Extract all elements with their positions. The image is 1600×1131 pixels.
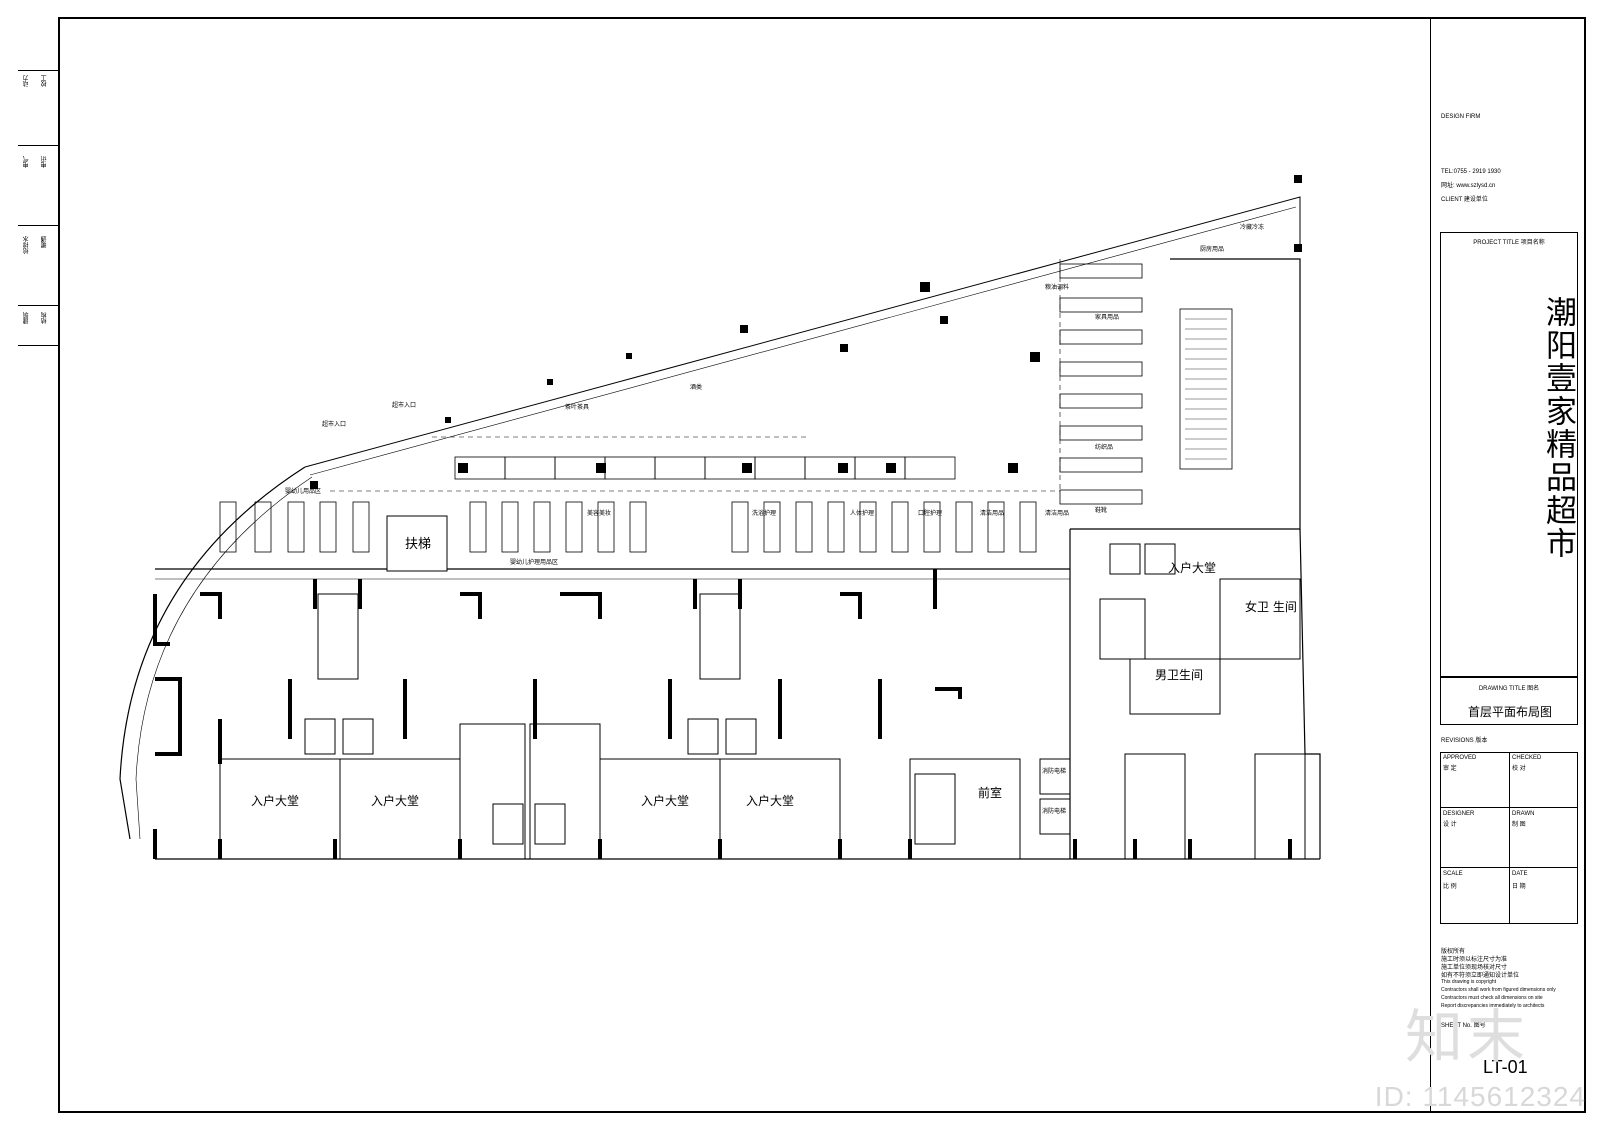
note-line: Contractors must check all dimensions on…: [1441, 995, 1543, 1001]
entrance-label: 超市入口: [392, 401, 416, 409]
note-line: 如有不符须立即通知设计单位: [1441, 973, 1520, 979]
note-line: Contractors shall work from figured dime…: [1441, 987, 1556, 993]
strip-cell-plumbing: 给排水 暖通: [18, 225, 58, 266]
design-firm-label: DESIGN FIRM: [1441, 114, 1481, 120]
strip-cell-power: 动力 校工: [18, 70, 58, 111]
note-line: 版权所有: [1441, 949, 1466, 955]
drawn-label: DRAWN: [1512, 811, 1535, 817]
project-name: 潮阳壹家精品超市: [1540, 295, 1576, 560]
drawing-title-label: DRAWING TITLE 图名: [1478, 686, 1540, 692]
website-text: 网址: www.szlysd.cn: [1441, 183, 1496, 189]
floor-plan: 扶梯 入户大堂 入户大堂 入户大堂 入户大堂 入户大堂 女卫 生间 男卫生间 前…: [119, 175, 1321, 860]
zone-label: 口腔护理: [918, 509, 942, 517]
lift-label: 消防电梯: [1042, 807, 1066, 815]
drawing-title: 首层平面布局图: [1467, 705, 1552, 719]
approved-label: APPROVED: [1443, 755, 1477, 761]
project-title-label: PROJECT TITLE 项目名称: [1473, 240, 1545, 246]
checked-label: CHECKED: [1512, 755, 1542, 761]
strip-label: 校工: [42, 75, 48, 87]
strip-label: 建筑: [24, 312, 30, 324]
date-cn: 日 期: [1512, 884, 1526, 890]
zone-label: 清洁用品: [980, 509, 1004, 517]
zone-label: 厨房用品: [1200, 245, 1224, 253]
zone-label: 美容美妆: [587, 509, 611, 517]
zone-label: 人体护理: [850, 509, 874, 517]
lift-label: 消防电梯: [1042, 767, 1066, 775]
zone-label: 清洁用品: [1045, 509, 1069, 517]
strip-label: 暖通: [42, 236, 48, 248]
project-title-box: PROJECT TITLE 项目名称 潮阳壹家精品超市: [1440, 232, 1578, 677]
zone-label: 酒类: [690, 383, 702, 391]
sheet-no-label: SHEET No. 图号: [1441, 1023, 1486, 1029]
note-line: This drawing is copyright: [1441, 979, 1497, 985]
scale-cn: 比 例: [1443, 884, 1457, 890]
note-line: 施工时须以标注尺寸为准: [1441, 957, 1508, 963]
strip-cell-electric: 电气 电讯: [18, 145, 58, 186]
note-line: Report discrepancies immediately to arch…: [1441, 1003, 1545, 1009]
strip-label: 动力: [24, 75, 30, 87]
anteroom-label: 前室: [978, 785, 1002, 800]
zone-label: 茶叶茶具: [565, 403, 589, 411]
escalator-label: 扶梯: [405, 537, 431, 552]
drawing-title-box: DRAWING TITLE 图名 首层平面布局图: [1440, 677, 1578, 725]
escalator-box: [386, 515, 448, 572]
lobby-label-5: 入户大堂: [1168, 560, 1216, 575]
approved-cn: 审 定: [1443, 766, 1457, 772]
watermark-id: ID: 1145612324: [1374, 1081, 1586, 1112]
lobby-label-2: 入户大堂: [371, 793, 419, 808]
sheet-number: LT-01: [1483, 1057, 1528, 1077]
strip-divider: [18, 345, 58, 346]
designer-cn: 设 计: [1443, 822, 1457, 828]
facade-diagonal: [304, 196, 1301, 468]
zone-label: 洗浴护理: [752, 509, 776, 517]
shelf-rows: [219, 501, 1037, 553]
zone-label: 家具用品: [1095, 313, 1119, 321]
zone-label: 婴幼儿护理用品区: [510, 558, 558, 566]
strip-label: 结构: [42, 312, 48, 324]
scale-label: SCALE: [1443, 871, 1463, 877]
zone-label: 纺织品: [1095, 443, 1113, 451]
drawing-frame: [58, 17, 1586, 1113]
watermark-brand: 知末: [1405, 1003, 1530, 1071]
facade-curve: [119, 466, 306, 840]
strip-label: 电气: [24, 156, 30, 168]
tel-text: TEL:0755 - 2919 1930: [1441, 169, 1501, 175]
lobby-label-3: 入户大堂: [641, 793, 689, 808]
zone-label: 冷藏冷冻: [1240, 223, 1264, 231]
strip-label: 给排水: [24, 236, 30, 254]
strip-cell-architecture: 建筑 结构: [18, 305, 58, 346]
strip-label: 电讯: [42, 156, 48, 168]
zone-label: 鞋靴: [1095, 506, 1107, 514]
client-label: CLIENT 建设单位: [1441, 197, 1488, 203]
lobby-label-4: 入户大堂: [746, 793, 794, 808]
lobby-label-1: 入户大堂: [251, 793, 299, 808]
drawn-cn: 制 图: [1512, 822, 1526, 828]
note-line: 施工单位须现场核对尺寸: [1441, 965, 1508, 971]
checked-cn: 校 对: [1512, 766, 1526, 772]
entrance-label: 超市入口: [322, 420, 346, 428]
zone-label: 婴幼儿用品区: [285, 487, 321, 495]
designer-label: DESIGNER: [1443, 811, 1475, 817]
date-label: DATE: [1512, 871, 1528, 877]
title-block: DESIGN FIRM TEL:0755 - 2919 1930 网址: www…: [1430, 17, 1586, 1113]
revisions-label: REVISIONS 版本: [1441, 738, 1488, 744]
zone-label: 粮油调料: [1045, 283, 1069, 291]
approval-grid: APPROVED 审 定 CHECKED 校 对 DESIGNER 设 计 DR…: [1440, 752, 1578, 924]
discipline-strip: 动力 校工 电气 电讯 给排水 暖通 建筑 结构: [18, 70, 58, 1113]
female-wc-label: 女卫 生间: [1245, 599, 1297, 614]
male-wc-label: 男卫生间: [1155, 668, 1203, 682]
